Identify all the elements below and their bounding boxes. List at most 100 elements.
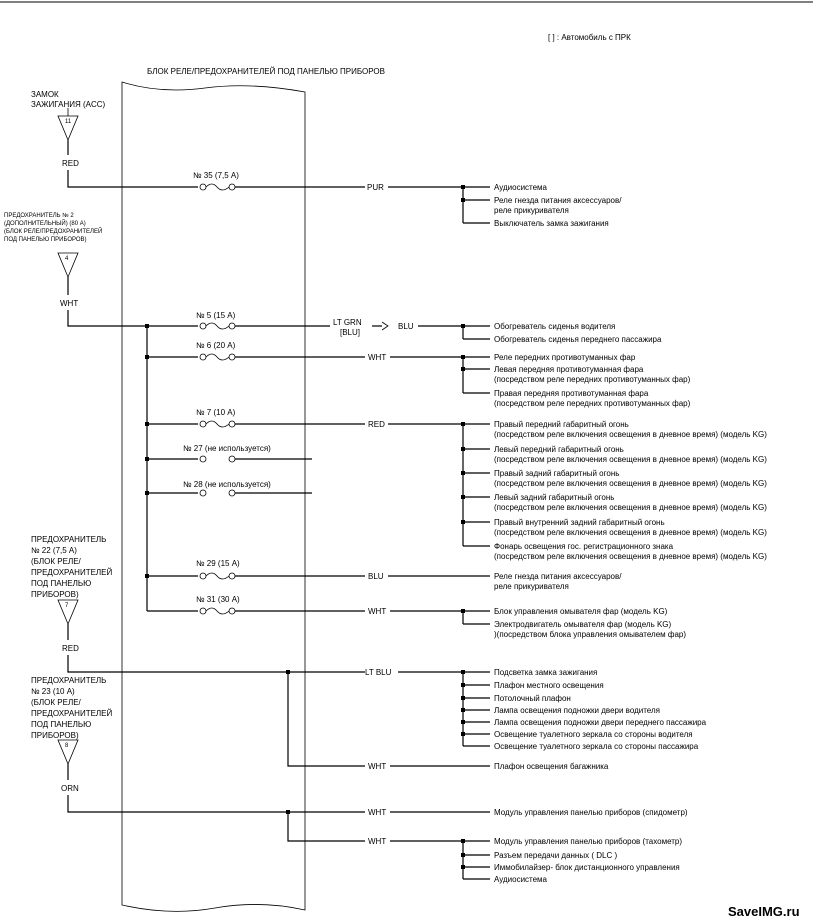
fuse-27-terminal-b [228,455,236,463]
f23-label-5: ПОД ПАНЕЛЬЮ [31,720,91,729]
fuse-29-symbol [199,572,236,580]
load-acc-relay-2b: реле прикуривателя [494,582,569,591]
ign-connector-symbol [57,108,79,142]
fuse-27-label: № 27 (не используется) [183,444,271,453]
load-group-22-bus [461,670,490,747]
fuse-28-terminal-b [228,489,236,497]
load-group-6-bus [461,355,490,394]
fuse-5-symbol [199,322,236,330]
load-plate-2: (посредством реле включения освещения в … [494,552,767,561]
f23-wire: ORN [61,784,79,793]
wire-wht-trunk: WHT [368,762,386,771]
load-pos-rr-1: Правый задний габаритный огонь [494,469,619,478]
load-ign-switch: Выключатель замка зажигания [494,219,609,228]
watermark: SaveIMG.ru [728,904,800,919]
f2-connector-symbol [57,252,79,279]
load-spot-light: Плафон местного освещения [494,681,604,690]
f22-label-2: № 22 (7,5 А) [31,546,77,555]
load-mirror-pass: Освещение туалетного зеркала со стороны … [494,742,699,751]
wire-blu-29: BLU [368,572,384,581]
f22-connector-symbol [57,599,79,626]
load-seat-heater-pass: Обогреватель сиденья переднего пассажира [494,335,662,344]
fuse-28-label: № 28 (не используется) [183,480,271,489]
wire-ltgrn-alt: [BLU] [340,328,360,337]
fuse-27-terminal-a [199,455,207,463]
load-fog-right-2: (посредством реле передних противотуманн… [494,399,691,408]
load-group-31-bus [461,609,490,625]
load-pos-fl-1: Левый передний габаритный огонь [494,445,624,454]
wire-red-7: RED [368,420,385,429]
wire-wht-tacho: WHT [368,837,386,846]
f22-label-4: ПРЕДОХРАНИТЕЛЕЙ [31,568,113,577]
f22-pin: 7 [65,603,69,609]
load-dlc: Разъем передачи данных ( DLC ) [494,851,617,860]
wire-pur: PUR [367,183,384,192]
load-pos-fr-1: Правый передний габаритный огонь [494,420,629,429]
load-audio-2: Аудиосистема [494,875,548,884]
load-tacho: Модуль управления панелью приборов (тахо… [494,837,682,846]
f22-label-6: ПРИБОРОВ) [31,590,79,599]
fuse-5-label: № 5 (15 А) [196,311,236,320]
block-title: БЛОК РЕЛЕ/ПРЕДОХРАНИТЕЛЕЙ ПОД ПАНЕЛЬЮ ПР… [147,67,385,76]
f2-wire: WHT [60,299,78,308]
ign-label-2: ЗАЖИГАНИЯ (ACC) [31,100,106,109]
load-pos-rl-1: Левый задний габаритный огонь [494,493,614,502]
fuse-31-label: № 31 (30 А) [196,595,240,604]
f23-label-1: ПРЕДОХРАНИТЕЛЬ [31,676,106,685]
load-pos-fr-2: (посредством реле включения освещения в … [494,430,767,439]
wire-wht-6: WHT [368,353,386,362]
f2-label-1: ПРЕДОХРАНИТЕЛЬ № 2 [4,212,74,219]
wire-ltgrn: LT GRN [333,318,362,327]
load-step-driver: Лампа освещения подножки двери водителя [494,706,660,715]
legend-note: [ ] : Автомобиль с ПРК [548,33,631,42]
load-washer-motor-2: )(посредством блока управления омывателе… [494,630,686,639]
f23-label-6: ПРИБОРОВ) [31,731,79,740]
load-pos-rr-2: (посредством реле включения освещения в … [494,479,767,488]
load-fog-right-1: Правая передняя противотуманная фара [494,389,649,398]
f23-label-3: (БЛОК РЕЛЕ/ [31,698,82,707]
load-immobilizer: Иммобилайзер- блок дистанционного управл… [494,863,680,872]
load-group-7-bus [461,422,490,547]
connector-5-symbol [372,321,389,331]
load-audio-1: Аудиосистема [494,183,548,192]
load-acc-relay-2a: Реле гнезда питания аксессуаров/ [494,572,622,581]
ign-label-1: ЗАМОК [31,90,59,99]
load-fog-left-1: Левая передняя противотуманная фара [494,365,644,374]
fuse-7-label: № 7 (10 А) [196,408,236,417]
ign-wire: RED [62,159,79,168]
fuse-28-terminal-a [199,489,207,497]
wire-wht-31: WHT [368,607,386,616]
load-seat-heater-driver: Обогреватель сиденья водителя [494,322,615,331]
f22-label-3: (БЛОК РЕЛЕ/ [31,557,82,566]
f23-label-2: № 23 (10 А) [31,687,75,696]
fuse-6-label: № 6 (20 А) [196,341,236,350]
load-acc-relay-1a: Реле гнезда питания аксессуаров/ [494,196,622,205]
load-group-23-bus [461,839,490,880]
fuse-block-outline [121,81,306,912]
load-pos-inner-1: Правый внутренний задний габаритный огон… [494,518,665,527]
f22-label-1: ПРЕДОХРАНИТЕЛЬ [31,535,106,544]
load-group-5-bus [461,324,490,340]
wire-blu-5: BLU [398,322,414,331]
fuse-31-symbol [199,607,236,615]
f2-label-3: (БЛОК РЕЛЕ/ПРЕДОХРАНИТЕЛЕЙ [4,227,102,235]
wire-ltblu: LT BLU [365,668,392,677]
f23-pin: 8 [65,743,69,749]
fuse-7-symbol [199,420,236,428]
f2-label-2: (ДОПОЛНИТЕЛЬНЫЙ) (80 А) [4,219,86,227]
fuse-29-label: № 29 (15 А) [196,559,240,568]
wire-wht-speedo: WHT [368,808,386,817]
fuse-35-label: № 35 (7,5 А) [193,171,239,180]
load-pos-fl-2: (посредством реле включения освещения в … [494,455,767,464]
load-fog-relay: Реле передних противотуманных фар [494,353,636,362]
load-pos-inner-2: (посредством реле включения освещения в … [494,528,767,537]
load-step-pass: Лампа освещения подножки двери переднего… [494,718,707,727]
f22-wire: RED [62,644,79,653]
load-pos-rl-2: (посредством реле включения освещения в … [494,503,767,512]
f2-label-4: ПОД ПАНЕЛЬЮ ПРИБОРОВ) [4,237,87,243]
f23-label-4: ПРЕДОХРАНИТЕЛЕЙ [31,709,113,718]
load-mirror-driver: Освещение туалетного зеркала со стороны … [494,730,693,739]
load-washer-motor-1: Электродвигатель омывателя фар (модель K… [494,620,672,629]
load-trunk-light: Плафон освещения багажника [494,762,609,771]
